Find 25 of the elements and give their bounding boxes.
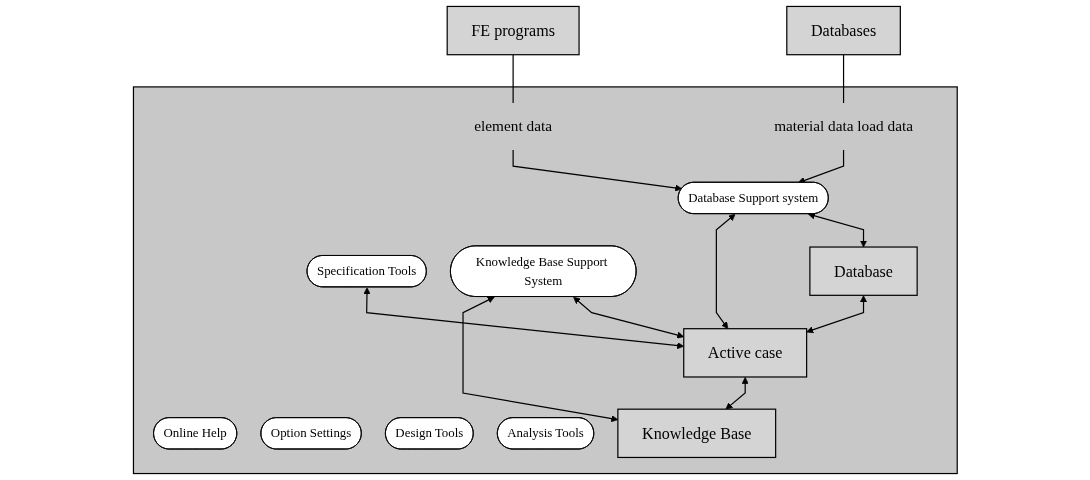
process-box: Knowledge Base [616,408,776,459]
ellipse-node: Option Settings [260,417,362,450]
process-box: Database [808,246,918,296]
connector-line [512,54,514,104]
text-label: material data load data [773,117,913,135]
arrow [462,296,618,423]
arrow [797,149,844,184]
text-label: element data [473,117,552,135]
ellipse-node: Design Tools [384,417,474,450]
ellipse-node: Specification Tools [306,255,427,288]
ellipse-node: Knowledge Base Support System [449,245,637,297]
ellipse-node: Online Help [152,417,237,450]
process-box: Active case [682,328,807,378]
arrow [725,377,749,410]
arrow [805,295,867,334]
ellipse-node: Database Support system [677,181,829,215]
ellipse-node: Analysis Tools [496,417,594,450]
connector-line [842,54,844,104]
arrow [363,287,684,350]
arrow [807,212,867,248]
process-box: Databases [785,5,901,56]
arrow [512,149,682,192]
arrow [715,213,736,330]
process-box: FE programs [446,5,580,56]
arrow [572,296,684,339]
